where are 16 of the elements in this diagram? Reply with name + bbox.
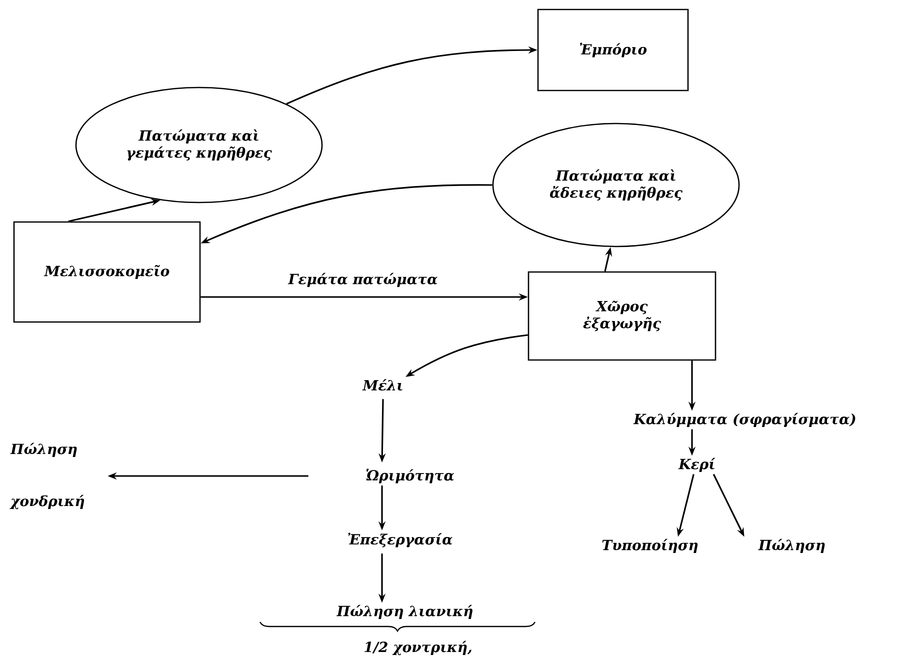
box-node: Χῶρος ἐξαγωγῆς <box>528 271 716 361</box>
node-text: Πώληση λιανική <box>336 604 472 620</box>
edge-label: Γεμάτα πατώματα <box>287 272 439 288</box>
node-text: Πώληση χονδρική <box>10 442 84 510</box>
ellipse-node: Πατώματα καὶ γεμάτες κηρῆθρες <box>75 86 323 204</box>
node-text: Ἐπεξεργασία <box>348 532 452 548</box>
box-node: Μελισσοκομεῖο <box>13 221 201 323</box>
node-text: Πώληση <box>758 538 825 554</box>
node-text: Ὡριμότητα <box>366 468 454 484</box>
node-text: Μέλι <box>362 379 402 390</box>
node-text: Τυποποίηση <box>602 538 698 554</box>
ellipse-node: Πατώματα καὶ ἄδειες κηρῆθρες <box>492 122 740 248</box>
node-text: Κερί <box>678 458 716 472</box>
node-text: Καλύμματα (σφραγίσματα) <box>633 412 856 428</box>
box-node: Ἐμπόριο <box>537 8 689 92</box>
note-text: 1/2 χοντρική, <box>364 640 472 656</box>
